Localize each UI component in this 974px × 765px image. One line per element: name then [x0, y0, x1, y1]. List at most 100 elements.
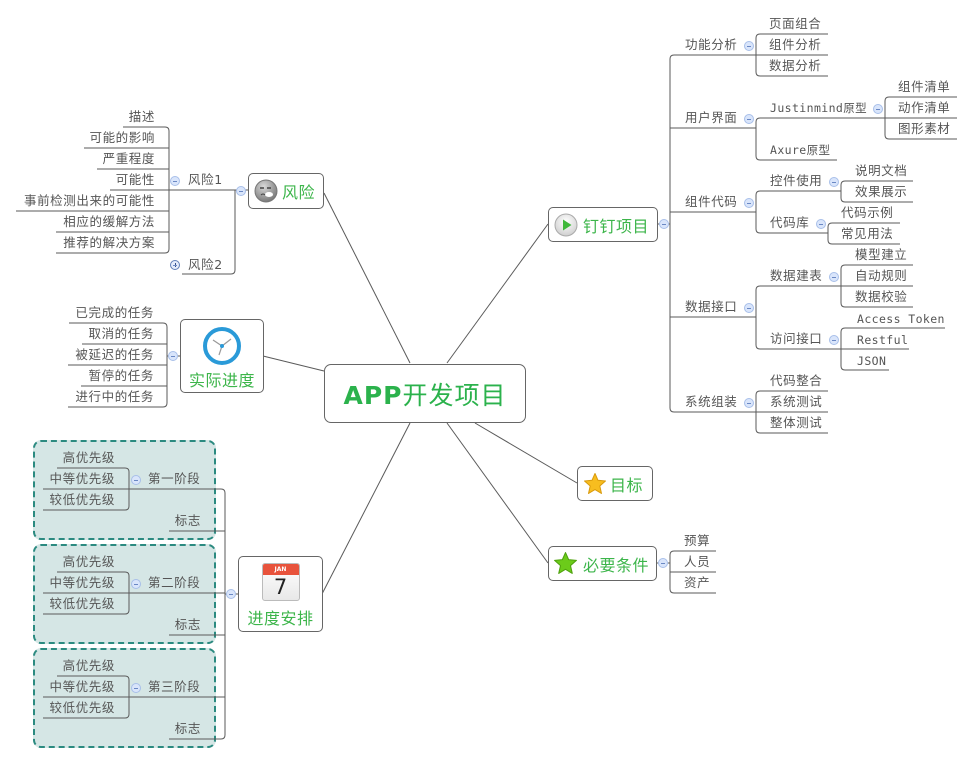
collapse-func-analysis-button[interactable]: [744, 41, 754, 51]
leaf-common-usage[interactable]: 常见用法: [841, 226, 894, 241]
leaf-high-priority[interactable]: 高优先级: [62, 658, 115, 673]
leaf-low-priority[interactable]: 较低优先级: [49, 596, 115, 611]
leaf-auto-rules[interactable]: 自动规则: [855, 268, 908, 283]
leaf-description[interactable]: 描述: [128, 109, 155, 124]
topic-dingding[interactable]: 钉钉项目: [548, 207, 658, 242]
leaf-graphic-assets[interactable]: 图形素材: [898, 121, 951, 136]
connector-phase2: [43, 571, 130, 615]
branch-access-interface[interactable]: 访问接口: [770, 331, 823, 346]
collapse-risk-1-button[interactable]: [170, 176, 180, 186]
branch-risk-2[interactable]: 风险2: [188, 257, 223, 272]
leaf-page-combo[interactable]: 页面组合: [769, 16, 822, 31]
leaf-component-list[interactable]: 组件清单: [898, 79, 951, 94]
leaf-data-validation[interactable]: 数据校验: [855, 289, 908, 304]
topic-progress[interactable]: 实际进度: [180, 319, 264, 393]
clock-icon: [203, 327, 241, 365]
collapse-justinmind-button[interactable]: [873, 104, 883, 114]
leaf-paused-tasks[interactable]: 暂停的任务: [88, 368, 154, 383]
leaf-system-test[interactable]: 系统测试: [770, 394, 823, 409]
leaf-milestone[interactable]: 标志: [174, 617, 201, 632]
topic-goal[interactable]: 目标: [577, 466, 653, 501]
connector-assembly: [755, 390, 828, 434]
leaf-demo[interactable]: 效果展示: [855, 184, 908, 199]
leaf-milestone[interactable]: 标志: [174, 721, 201, 736]
leaf-severity[interactable]: 严重程度: [102, 151, 155, 166]
expand-risk-2-button[interactable]: [170, 260, 180, 270]
leaf-completed-tasks[interactable]: 已完成的任务: [75, 305, 154, 320]
leaf-action-list[interactable]: 动作清单: [898, 100, 951, 115]
leaf-high-priority[interactable]: 高优先级: [62, 450, 115, 465]
connector-risk-trunk: [110, 189, 248, 275]
connector-controls: [840, 180, 913, 203]
leaf-medium-priority[interactable]: 中等优先级: [49, 679, 115, 694]
connector-phase3: [43, 675, 130, 719]
branch-component-code[interactable]: 组件代码: [685, 194, 738, 209]
leaf-component-analysis[interactable]: 组件分析: [769, 37, 822, 52]
branch-justinmind[interactable]: Justinmind原型: [770, 101, 868, 115]
root-title: APP开发项目: [343, 380, 507, 410]
leaf-json[interactable]: JSON: [857, 354, 887, 368]
leaf-mitigation[interactable]: 相应的缓解方法: [63, 214, 155, 229]
leaf-docs[interactable]: 说明文档: [855, 163, 908, 178]
leaf-overall-test[interactable]: 整体测试: [770, 415, 823, 430]
branch-control-usage[interactable]: 控件使用: [770, 173, 823, 188]
collapse-progress-button[interactable]: [168, 351, 178, 361]
leaf-probability[interactable]: 可能性: [115, 172, 155, 187]
collapse-schedule-button[interactable]: [226, 589, 236, 599]
leaf-data-analysis[interactable]: 数据分析: [769, 58, 822, 73]
leaf-modeling[interactable]: 模型建立: [855, 247, 908, 262]
branch-system-assembly[interactable]: 系统组装: [685, 394, 738, 409]
leaf-budget[interactable]: 预算: [684, 533, 711, 548]
branch-risk-1[interactable]: 风险1: [188, 172, 223, 187]
leaf-low-priority[interactable]: 较低优先级: [49, 700, 115, 715]
branch-func-analysis[interactable]: 功能分析: [685, 37, 738, 52]
topic-risk[interactable]: 风险: [248, 173, 324, 209]
leaf-detectability[interactable]: 事前检测出来的可能性: [23, 193, 155, 208]
collapse-phase-2-button[interactable]: [131, 579, 141, 589]
leaf-possible-impact[interactable]: 可能的影响: [89, 130, 155, 145]
branch-user-interface[interactable]: 用户界面: [685, 110, 738, 125]
root-topic[interactable]: APP开发项目: [324, 364, 526, 423]
collapse-data-tables-button[interactable]: [829, 272, 839, 282]
leaf-low-priority[interactable]: 较低优先级: [49, 492, 115, 507]
leaf-recommended-solution[interactable]: 推荐的解决方案: [63, 235, 155, 250]
branch-code-library[interactable]: 代码库: [770, 215, 810, 230]
branch-phase-3[interactable]: 第三阶段: [148, 679, 201, 694]
leaf-axure[interactable]: Axure原型: [770, 143, 831, 157]
collapse-user-interface-button[interactable]: [744, 114, 754, 124]
leaf-restful[interactable]: Restful: [857, 333, 909, 347]
topic-requirements[interactable]: 必要条件: [548, 546, 657, 581]
leaf-code-examples[interactable]: 代码示例: [841, 205, 894, 220]
topic-schedule[interactable]: JAN 7 进度安排: [238, 556, 323, 632]
leaf-assets[interactable]: 资产: [684, 575, 711, 590]
collapse-requirements-button[interactable]: [658, 558, 668, 568]
leaf-code-integration[interactable]: 代码整合: [770, 373, 823, 388]
collapse-dingding-button[interactable]: [659, 219, 669, 229]
collapse-control-usage-button[interactable]: [829, 177, 839, 187]
root-title-latin: APP: [343, 380, 403, 410]
leaf-high-priority[interactable]: 高优先级: [62, 554, 115, 569]
collapse-data-interface-button[interactable]: [744, 303, 754, 313]
leaf-in-progress-tasks[interactable]: 进行中的任务: [75, 389, 154, 404]
leaf-personnel[interactable]: 人员: [684, 554, 711, 569]
branch-data-interface[interactable]: 数据接口: [685, 299, 738, 314]
collapse-component-code-button[interactable]: [744, 198, 754, 208]
collapse-risk-button[interactable]: [236, 186, 246, 196]
collapse-phase-1-button[interactable]: [131, 475, 141, 485]
leaf-medium-priority[interactable]: 中等优先级: [49, 471, 115, 486]
branch-phase-1[interactable]: 第一阶段: [148, 471, 201, 486]
leaf-access-token[interactable]: Access Token: [857, 312, 945, 326]
branch-phase-2[interactable]: 第二阶段: [148, 575, 201, 590]
collapse-phase-3-button[interactable]: [131, 683, 141, 693]
branch-data-tables[interactable]: 数据建表: [770, 268, 823, 283]
connector-func: [755, 33, 828, 77]
leaf-medium-priority[interactable]: 中等优先级: [49, 575, 115, 590]
leaf-cancelled-tasks[interactable]: 取消的任务: [88, 326, 154, 341]
collapse-access-interface-button[interactable]: [829, 335, 839, 345]
leaf-milestone[interactable]: 标志: [174, 513, 201, 528]
connector-root-progress: [262, 355, 325, 372]
leaf-delayed-tasks[interactable]: 被延迟的任务: [75, 347, 154, 362]
collapse-system-assembly-button[interactable]: [744, 398, 754, 408]
collapse-code-library-button[interactable]: [816, 219, 826, 229]
